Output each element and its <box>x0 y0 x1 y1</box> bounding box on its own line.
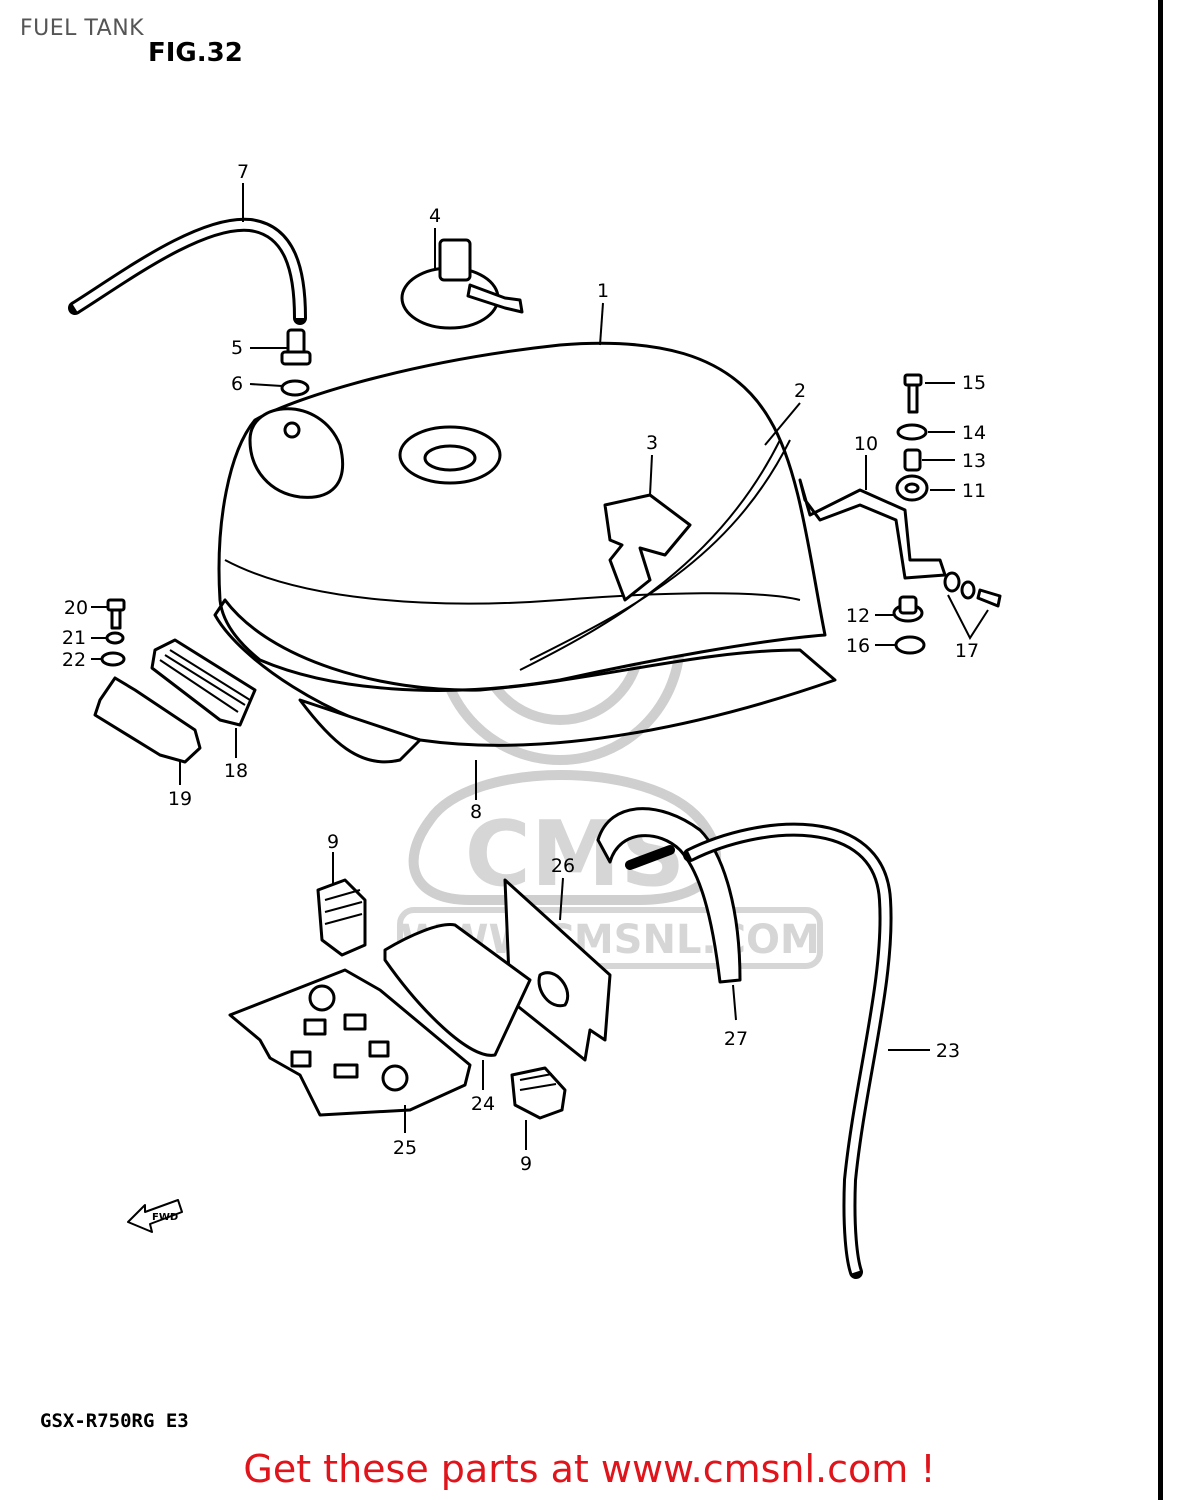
washer-14 <box>896 423 928 441</box>
callout-19: 19 <box>168 788 192 810</box>
cushion-12 <box>892 595 924 623</box>
callout-14: 14 <box>962 422 986 444</box>
page-border-rule <box>1158 0 1163 1500</box>
model-code: GSX-R750RG E3 <box>40 1410 189 1432</box>
bolt-15 <box>903 373 923 414</box>
callout-16: 16 <box>846 635 870 657</box>
tank-bracket <box>798 478 947 580</box>
fuel-tank <box>217 341 827 692</box>
callout-27: 27 <box>724 1028 748 1050</box>
callout-11: 11 <box>962 480 986 502</box>
callout-21: 21 <box>62 627 86 649</box>
callouts: 1 2 3 4 5 6 7 8 9 9 10 11 12 13 14 15 16… <box>62 161 986 1175</box>
holder-19 <box>93 676 202 764</box>
callout-25: 25 <box>393 1137 417 1159</box>
fuel-cap <box>400 238 524 330</box>
hose-end <box>625 845 675 870</box>
breather-washer <box>280 379 310 397</box>
callout-8: 8 <box>470 801 482 823</box>
foil-24 <box>383 923 532 1057</box>
washer-21 <box>105 631 125 645</box>
bolt-17-set <box>943 571 1002 608</box>
callout-24: 24 <box>471 1093 495 1115</box>
callout-9-lower: 9 <box>520 1153 532 1175</box>
callout-1: 1 <box>597 280 609 302</box>
callout-10: 10 <box>854 433 878 455</box>
cushion-11 <box>895 474 929 502</box>
callout-22: 22 <box>62 649 86 671</box>
callout-9-upper: 9 <box>327 831 339 853</box>
heat-shield-25 <box>228 968 472 1117</box>
callout-12: 12 <box>846 605 870 627</box>
tank-emblem <box>603 493 692 602</box>
callout-18: 18 <box>224 760 248 782</box>
callout-13: 13 <box>962 450 986 472</box>
bolt-20 <box>106 598 126 630</box>
cushion-9-lower <box>510 1066 567 1120</box>
callout-4: 4 <box>429 205 441 227</box>
washer-22 <box>100 651 126 667</box>
washer-16 <box>894 635 926 655</box>
forward-arrow: FWD <box>127 1199 183 1233</box>
forward-arrow-label: FWD <box>152 1212 178 1223</box>
callout-7: 7 <box>237 161 249 183</box>
leader-lines <box>91 183 989 1150</box>
callout-26: 26 <box>551 855 575 877</box>
callout-23: 23 <box>936 1040 960 1062</box>
callout-15: 15 <box>962 372 986 394</box>
callout-3: 3 <box>646 432 658 454</box>
callout-6: 6 <box>231 373 243 395</box>
rubber-pad-18 <box>150 638 257 727</box>
callout-2: 2 <box>794 380 806 402</box>
callout-20: 20 <box>64 597 88 619</box>
footer-call-to-action[interactable]: Get these parts at www.cmsnl.com ! <box>243 1447 936 1491</box>
page-title: FUEL TANK <box>20 16 145 41</box>
callout-5: 5 <box>231 337 243 359</box>
callout-17: 17 <box>955 640 979 662</box>
figure-label: FIG.32 <box>148 38 243 68</box>
cushion-9-upper <box>316 878 367 957</box>
breather-fitting <box>280 328 312 366</box>
collar-13 <box>903 448 922 472</box>
